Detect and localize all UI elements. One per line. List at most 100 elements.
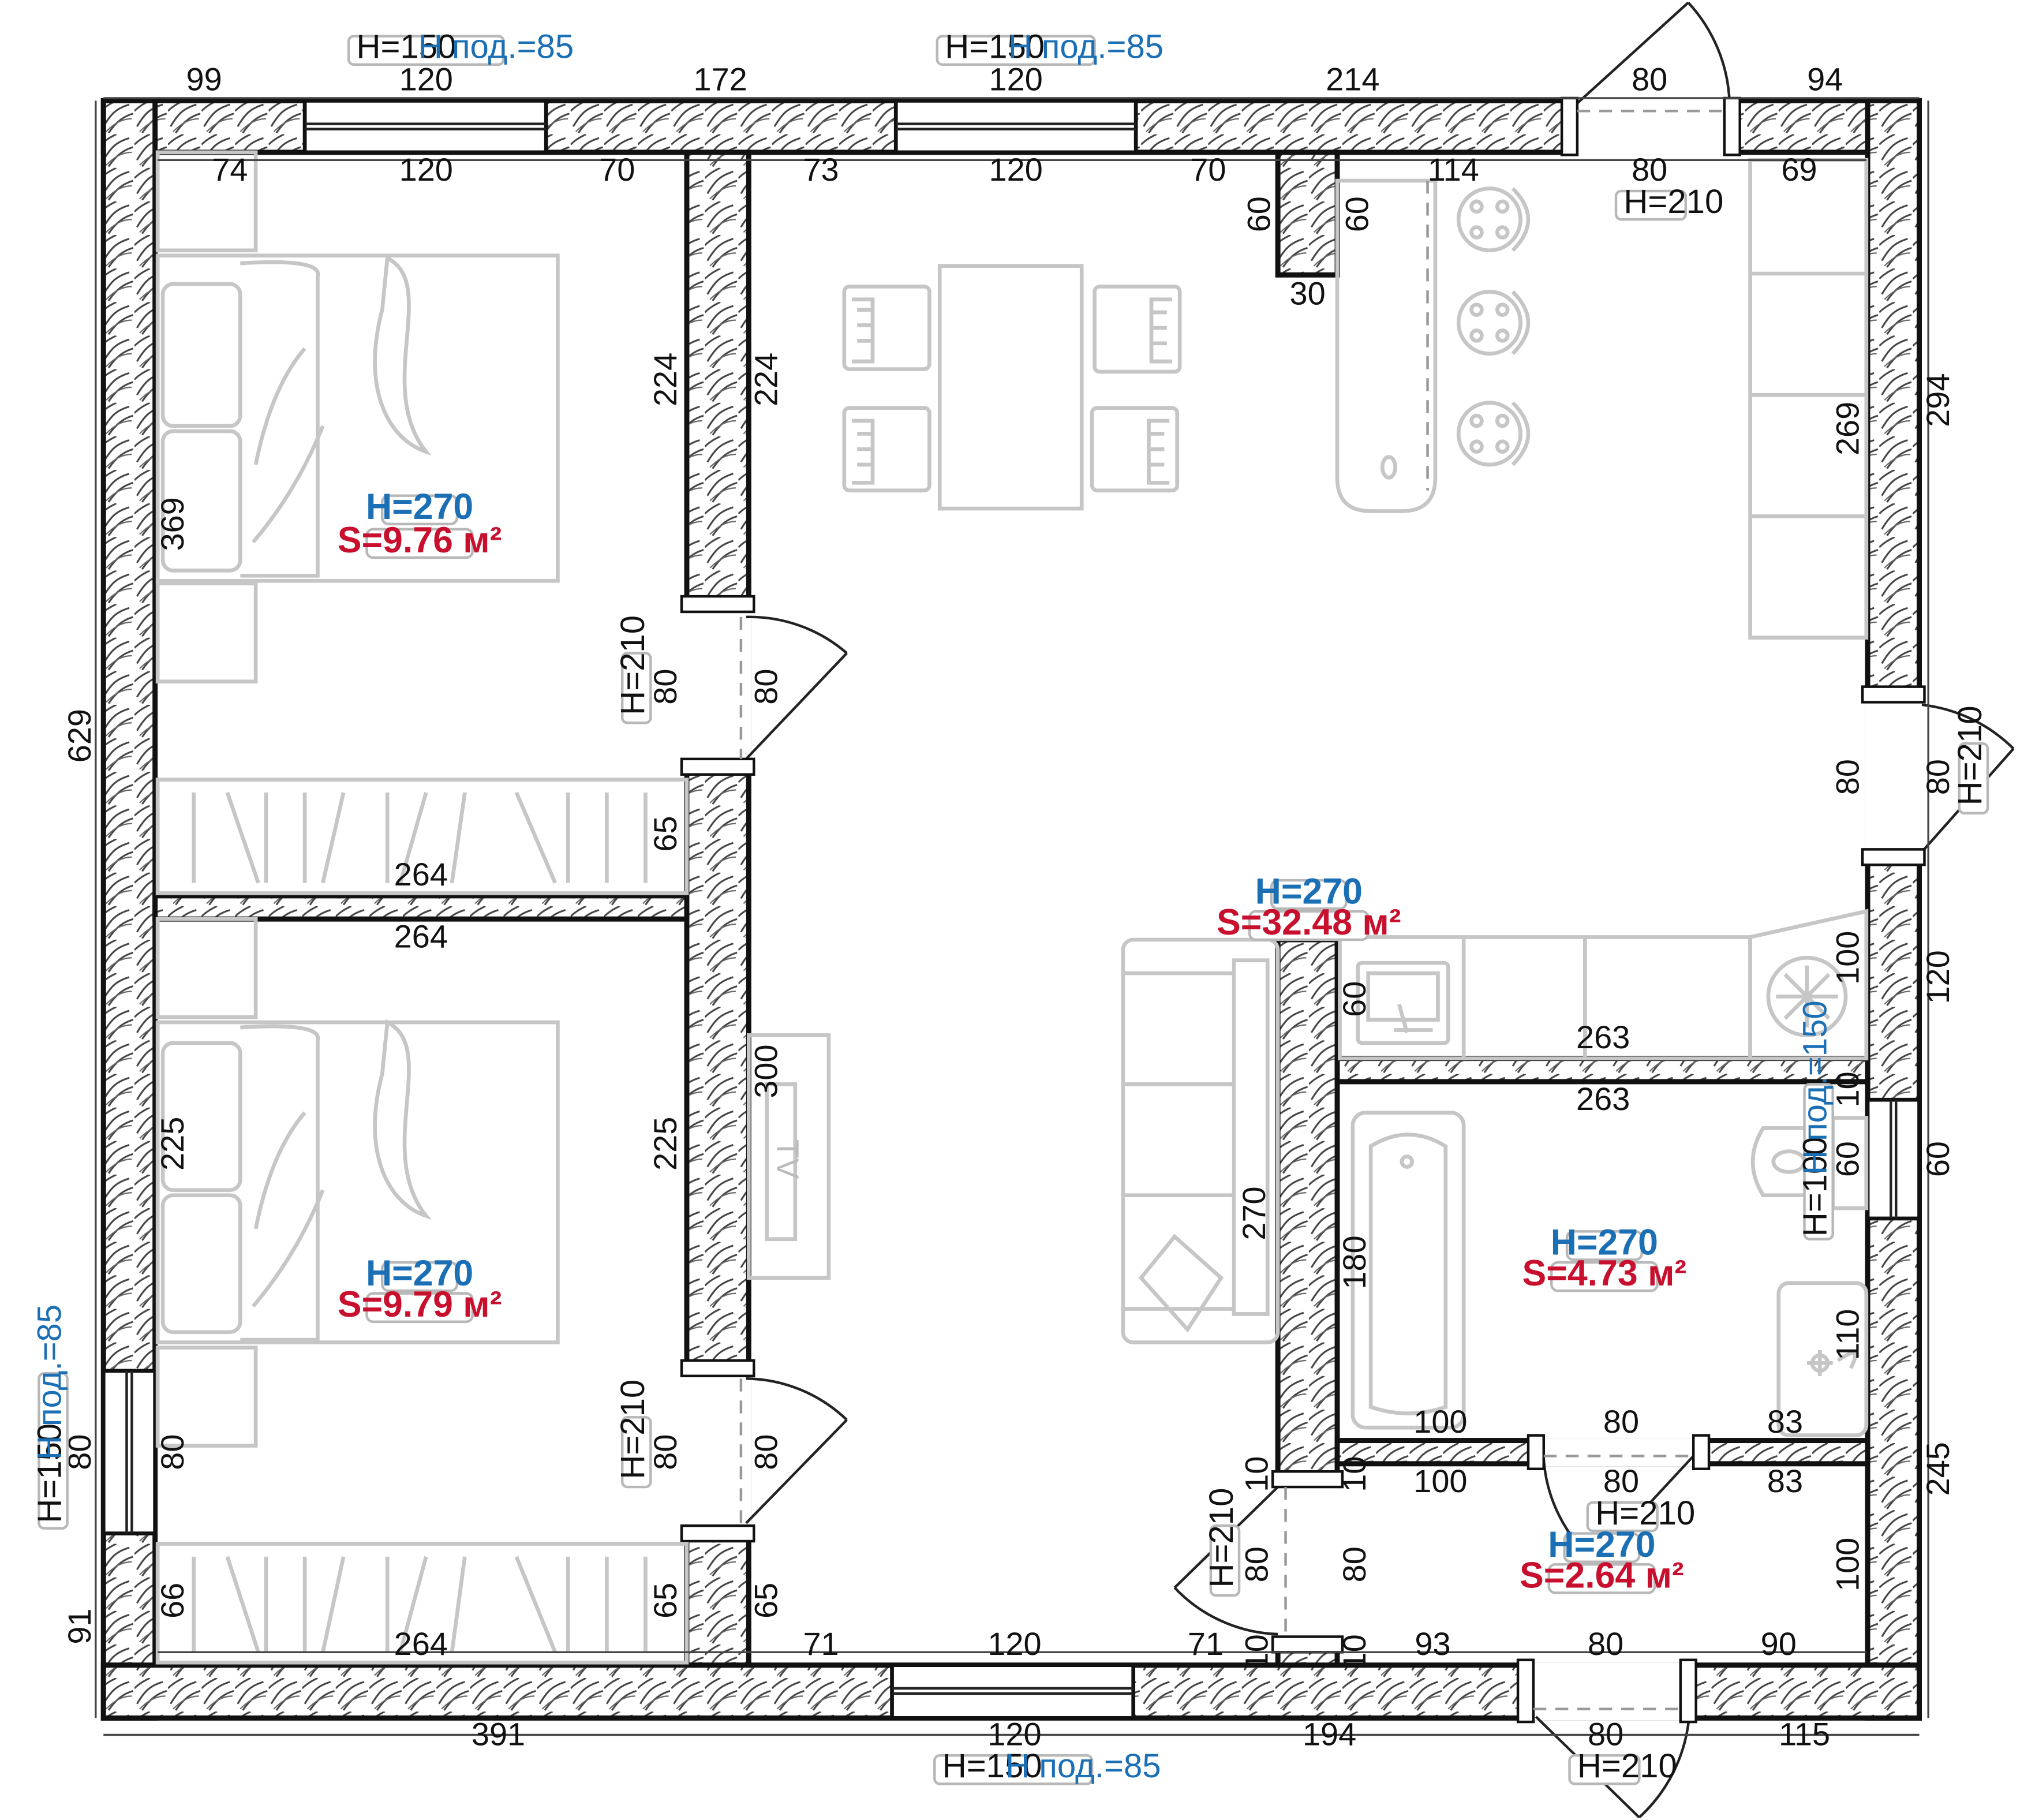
dim-bottom-inner-4: 80 [1588,1625,1623,1662]
dim-right-outer-1: 80 [1920,759,1956,795]
room-height: H=270 [366,1253,473,1294]
dim-kitchen-right-2: 100 [1829,931,1865,985]
dim-bath-top: 263 [1576,1081,1630,1117]
dim-corr-left-3: 80 [748,1434,784,1470]
dim-bottom-inner-3: 93 [1415,1625,1450,1662]
dim-bed2-top: 264 [394,918,448,954]
dim-bottom-outer-0: 391 [472,1716,525,1752]
room-tag-bath: H=270 S=4.73 м² [1522,1223,1687,1294]
room-height: H=270 [1551,1223,1658,1263]
room-tag-hall: H=270 S=2.64 м² [1520,1524,1684,1596]
dim-corr-left-1: 80 [748,669,784,705]
dim-top-inner-8: 69 [1781,151,1817,188]
dim-bed1-bottom: 264 [394,856,448,892]
dim-bottom-outer-1: 120 [987,1716,1041,1752]
dim-left-outer-2: 91 [61,1608,98,1644]
dim-bed2-right-1: 80 [647,1434,683,1470]
door-h: H=210 [1595,1494,1695,1532]
door-swings [680,1,2015,1819]
dim-bath-bottom-2: 83 [1767,1403,1803,1440]
dim-niche-1: 60 [1339,196,1375,232]
dim-bath-right-1: 60 [1829,1141,1865,1177]
room-height: H=270 [1548,1524,1655,1565]
window-h: H=150 [945,28,1045,66]
window-tag-bottom: H=150 H под.=85 [933,1747,1161,1785]
window-h: H=150 [357,28,457,66]
window-sill: H под.=150 [1797,1000,1834,1175]
dim-bottom-outer-3: 80 [1588,1716,1623,1752]
dim-bed1-right-1: 80 [647,669,683,705]
dim-top-inner-4: 120 [989,151,1043,188]
dim-top-outer-3: 120 [989,61,1043,98]
dim-bed2-bottom: 264 [394,1625,448,1662]
dim-bed1-left: 369 [154,497,190,551]
dim-bottom-outer-2: 194 [1303,1716,1356,1752]
dimension-labels: 99 120 172 120 214 80 94 74 120 70 73 12… [61,61,1956,1752]
window-sill: H под.=85 [1005,1747,1161,1785]
dim-top-inner-2: 70 [599,151,635,188]
dim-top-outer-6: 94 [1807,61,1843,98]
door-h: H=210 [1577,1747,1677,1785]
room-area: S=4.73 м² [1522,1253,1687,1294]
dim-niche-2: 30 [1289,275,1325,312]
dim-bottom-inner-1: 120 [987,1625,1041,1662]
dim-hall-top-1: 80 [1603,1463,1639,1499]
room-tag-bedroom2: H=270 S=9.79 м² [338,1253,502,1325]
dim-hall-left-1: 80 [1336,1546,1372,1582]
window-sill: H под.=85 [31,1305,68,1460]
dim-right-outer-0: 294 [1920,373,1956,427]
dim-kitchen-right-0: 269 [1829,402,1865,455]
dimension-lines [95,97,1929,1736]
dim-right-outer-3: 60 [1920,1141,1956,1177]
dim-bath-bottom-0: 100 [1413,1403,1467,1440]
dim-top-inner-7: 80 [1632,151,1667,188]
dim-top-outer-5: 80 [1632,61,1667,98]
dim-top-outer-2: 172 [693,61,747,98]
door-h: H=210 [614,615,652,715]
dim-hall-door-left-0: 10 [1238,1456,1274,1492]
window-tag-top-left: H=150 H под.=85 [347,28,574,66]
door-tag-bedroom2: H=210 [614,1380,652,1489]
dim-bath-left: 180 [1336,1235,1372,1289]
dim-top-outer-0: 99 [186,61,222,98]
tv-label: TV [770,1139,805,1179]
dim-corr-left-4: 65 [748,1583,784,1619]
dim-hall-left-0: 10 [1336,1456,1372,1492]
dim-bottom-inner-2: 71 [1188,1625,1224,1662]
room-area: S=9.79 м² [338,1284,502,1325]
dim-corr-left-0: 224 [748,353,784,406]
dim-bottom-outer-4: 115 [1779,1716,1830,1752]
door-tag-kitchen-top: H=210 [1614,183,1723,221]
window-sill: H под.=85 [418,28,574,66]
furniture: TV [155,150,1869,1665]
window-h: H=150 [942,1747,1042,1785]
door-h: H=210 [1203,1488,1240,1588]
dim-bed2-left-1: 80 [154,1434,190,1470]
dim-bath-bottom-1: 80 [1603,1403,1639,1440]
dim-top-inner-1: 120 [399,151,453,188]
dim-bed2-left-2: 66 [154,1583,190,1619]
dim-hall-right: 100 [1829,1538,1865,1591]
dim-kitchen-row: 263 [1576,1019,1630,1055]
dim-hall-top-2: 83 [1767,1463,1803,1499]
dim-bed2-right-0: 225 [647,1117,683,1171]
dim-bed2-right-2: 65 [647,1583,683,1619]
dim-left-outer-0: 629 [61,709,98,763]
dim-hall-left-2: 10 [1336,1634,1372,1670]
dim-kitchen-right-1: 80 [1829,759,1865,795]
dim-bottom-inner-0: 71 [803,1625,839,1662]
dim-bed1-right-0: 224 [647,353,683,406]
room-area: S=9.76 м² [338,520,502,560]
dim-hall-door-left-2: 10 [1238,1634,1274,1670]
room-area: S=2.64 м² [1520,1555,1684,1595]
window-tags: H=150 H под.=85 H=150 H под.=85 H=150 H … [31,28,1834,1785]
window-sill: H под.=85 [1008,28,1163,66]
window-tag-top-mid: H=150 H под.=85 [936,28,1163,66]
dim-niche-0: 60 [1241,196,1277,232]
door-tag-right-exit: H=210 [1951,705,1989,815]
dim-sofa-wall: 270 [1236,1186,1272,1240]
room-area: S=32.48 м² [1217,902,1401,943]
room-height: H=270 [1255,871,1363,911]
dim-bed2-left-0: 225 [154,1117,190,1171]
